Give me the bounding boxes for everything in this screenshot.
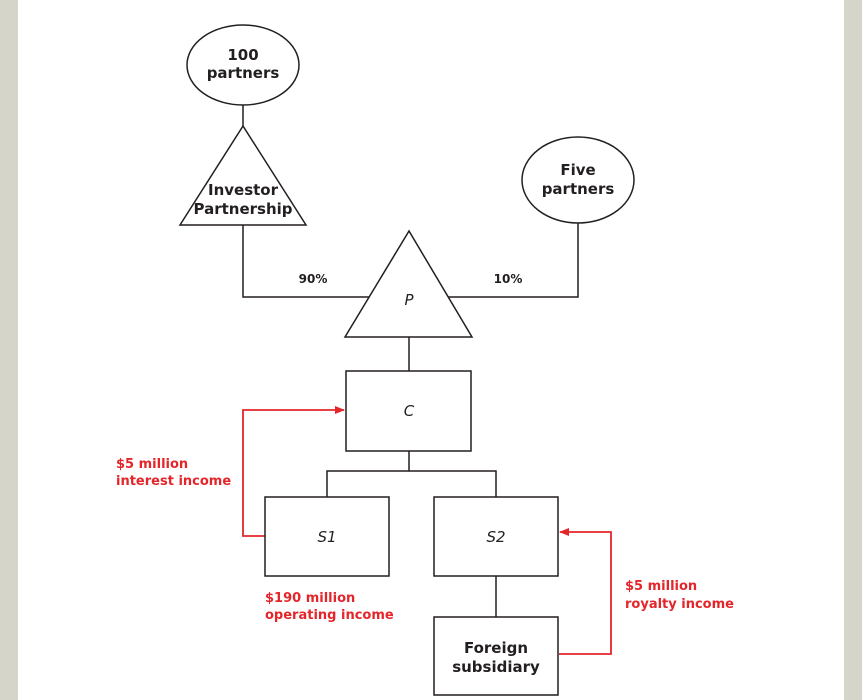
interest-flow-arrow (242, 406, 345, 537)
connector-c-to-s2 (409, 470, 497, 497)
partners-100-line2: partners (207, 64, 280, 82)
operating-line2: operating income (265, 608, 394, 623)
connector-investor-to-p (242, 225, 370, 298)
node-c: C (345, 370, 472, 452)
node-foreign-subsidiary: Foreign subsidiary (433, 616, 559, 696)
investor-ownership-pct: 90% (299, 272, 328, 286)
node-five-partners: Five partners (521, 136, 635, 224)
box-s1 (264, 496, 390, 577)
foreign-subsidiary-line2: subsidiary (452, 658, 540, 676)
five-partners-line2: partners (542, 180, 615, 198)
ellipse-100-partners (186, 24, 300, 106)
box-foreign-subsidiary (433, 616, 559, 696)
interest-line1: $5 million (116, 457, 188, 472)
five-partners-ownership-pct: 10% (494, 272, 523, 286)
connector-c-to-s1 (326, 451, 410, 497)
partners-100-line1: 100 (227, 46, 258, 64)
c-label: C (404, 402, 415, 420)
s1-label: S1 (317, 528, 336, 546)
box-c (345, 370, 472, 452)
node-100-partners: 100 partners (186, 24, 300, 106)
royalty-flow-arrow (559, 528, 612, 655)
investor-partnership-line2: Partnership (193, 200, 292, 218)
ellipse-five-partners (521, 136, 635, 224)
node-p: P (343, 229, 474, 338)
triangle-investor-partnership (178, 124, 308, 226)
operating-line1: $190 million (265, 591, 355, 606)
foreign-subsidiary-line1: Foreign (464, 639, 528, 657)
s2-label: S2 (486, 528, 505, 546)
royalty-line1: $5 million (625, 579, 697, 594)
interest-line2: interest income (116, 474, 231, 489)
node-investor-partnership: Investor Partnership (178, 124, 308, 226)
operating-income-label: $190 million operating income (265, 591, 394, 623)
box-s2 (433, 496, 559, 577)
connector-five-to-p (446, 223, 579, 298)
connector-lines (242, 105, 579, 617)
royalty-income-label: $5 million royalty income (625, 579, 734, 612)
five-partners-line1: Five (560, 161, 595, 179)
diagram-panel (18, 0, 844, 700)
triangle-p (343, 229, 474, 338)
investor-partnership-line1: Investor (208, 181, 279, 199)
royalty-line2: royalty income (625, 597, 734, 612)
p-label: P (404, 291, 414, 309)
interest-income-label: $5 million interest income (116, 457, 231, 489)
node-s1: S1 (264, 496, 390, 577)
node-s2: S2 (433, 496, 559, 577)
